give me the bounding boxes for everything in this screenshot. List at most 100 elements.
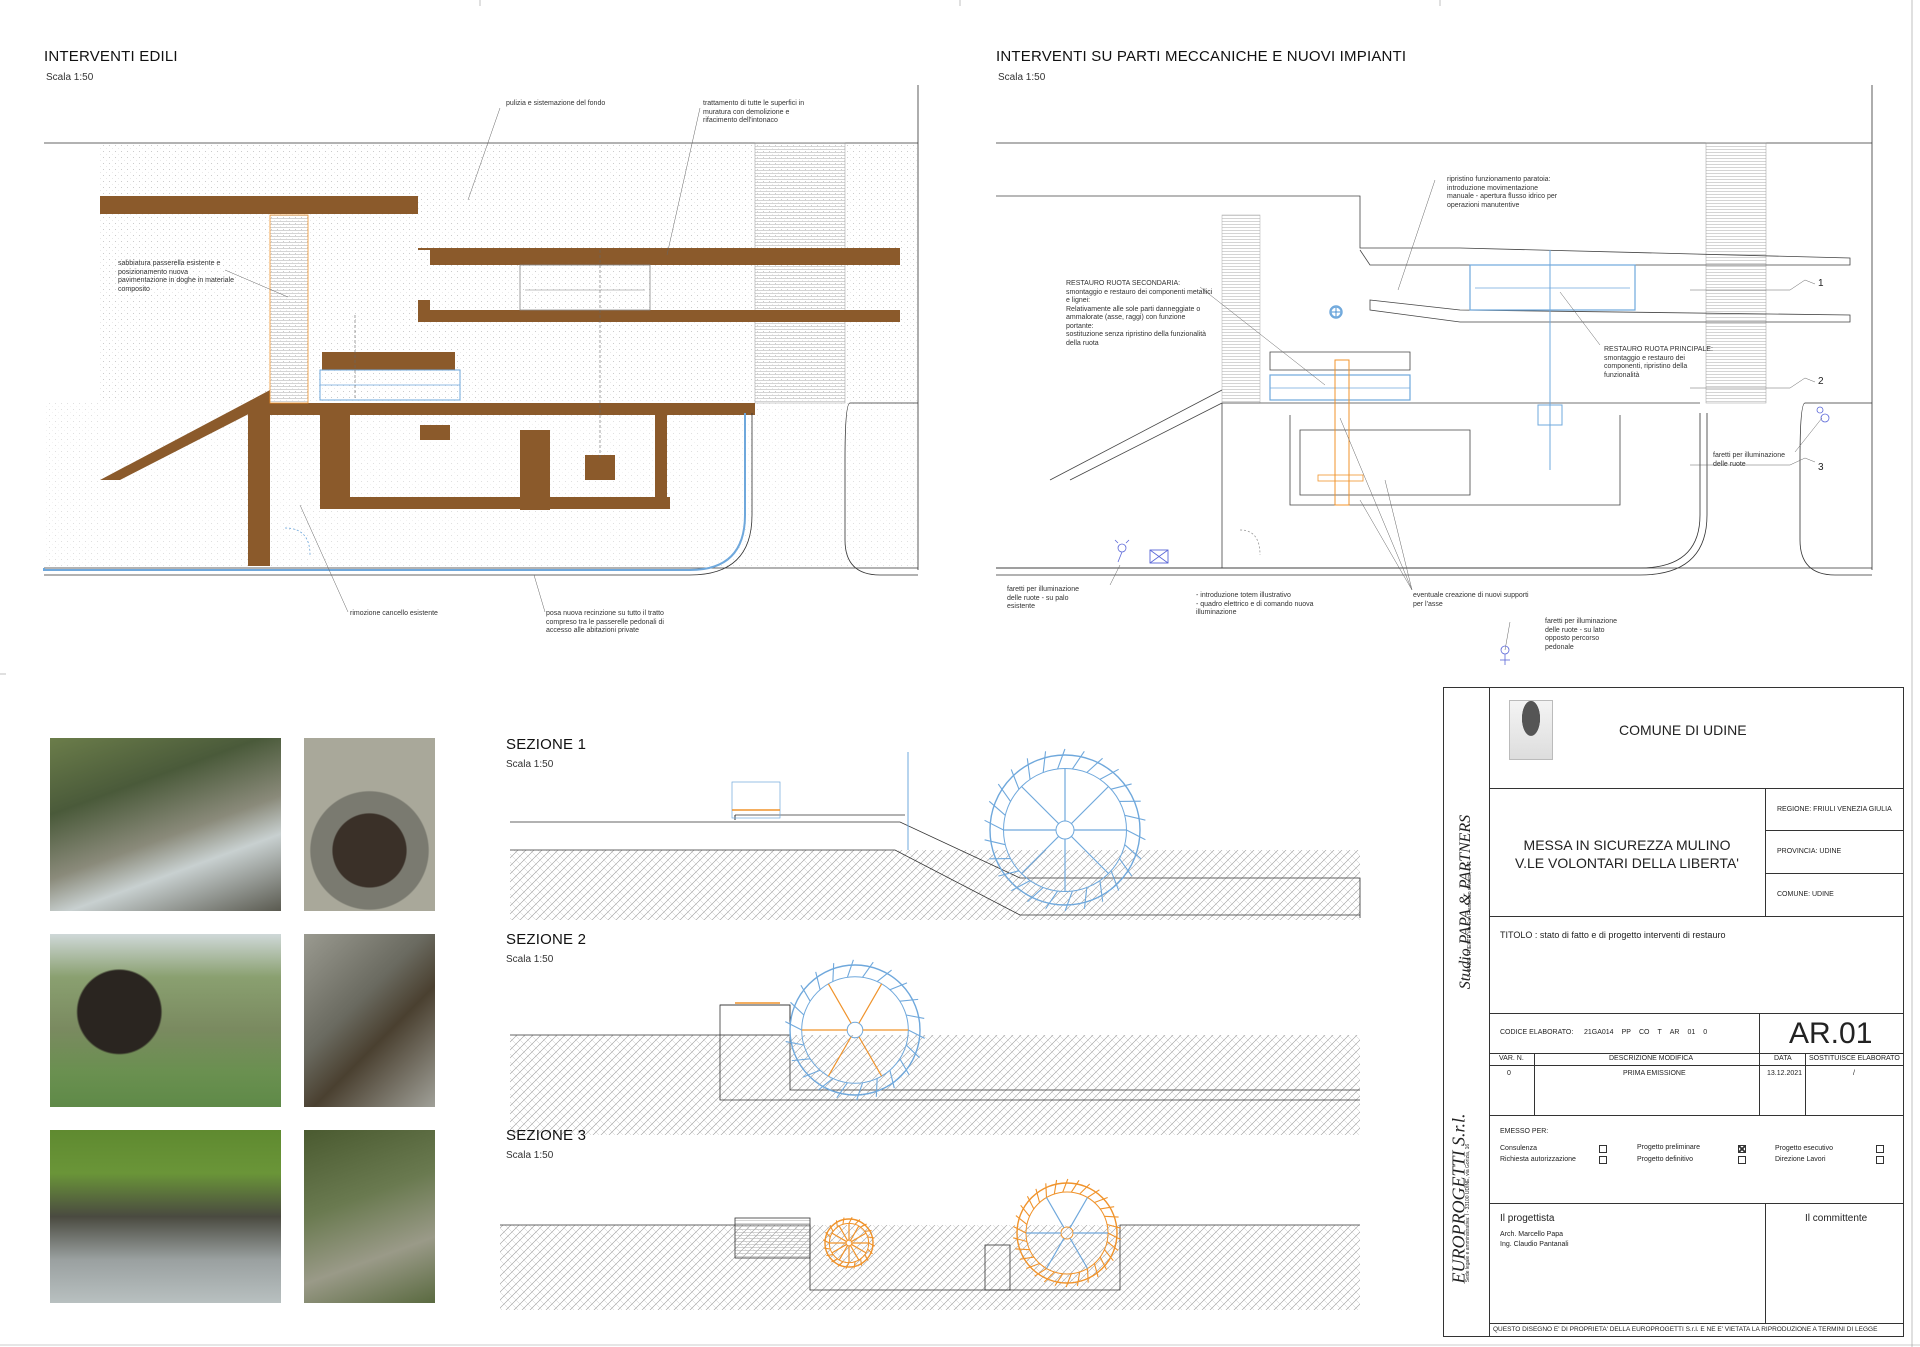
section-3-title: SEZIONE 3 (506, 1127, 587, 1144)
note-totem: - introduzione totem illustrativo - quad… (1196, 592, 1314, 616)
codice-part: 21GA014 (1584, 1029, 1614, 1036)
titolo-cell: TITOLO : stato di fatto e di progetto in… (1489, 916, 1903, 1014)
opt-preliminare: Progetto preliminare (1637, 1144, 1701, 1151)
note-muratura: trattamento di tutte le superfici in mur… (703, 100, 805, 124)
checkbox-autorizzazione[interactable] (1599, 1156, 1607, 1164)
note-recinzione: posa nuova recinzione su tutto il tratto… (546, 610, 664, 634)
footer-cell: QUESTO DISEGNO E' DI PROPRIETA' DELLA EU… (1489, 1324, 1903, 1336)
opt-esecutivo: Progetto esecutivo (1775, 1145, 1833, 1152)
marker-1: 1 (1818, 278, 1824, 289)
checkbox-definitivo[interactable] (1738, 1156, 1746, 1164)
comune-cell: COMUNE: UDINE (1765, 873, 1903, 917)
note-ruota-principale: RESTAURO RUOTA PRINCIPALE: smontaggio e … (1604, 346, 1713, 379)
panel-edili-title: INTERVENTI EDILI (44, 48, 178, 65)
studio-band: Studio PAPA & PARTNERS I - 34133 TRIESTE… (1444, 688, 1490, 1336)
codice-part: T (1657, 1029, 1662, 1036)
provincia-cell: PROVINCIA: UDINE (1765, 830, 1903, 874)
emesso-label: EMESSO PER: (1500, 1128, 1549, 1135)
copyright-footer: QUESTO DISEGNO E' DI PROPRIETA' DELLA EU… (1493, 1326, 1878, 1333)
section-2-title: SEZIONE 2 (506, 931, 587, 948)
comune-title: COMUNE DI UDINE (1619, 722, 1747, 738)
regione-text: REGIONE: FRIULI VENEZIA GIULIA (1777, 806, 1892, 813)
section-1-title: SEZIONE 1 (506, 736, 587, 753)
provincia-text: PROVINCIA: UDINE (1777, 848, 1842, 855)
codice-part: PP (1621, 1029, 1631, 1036)
photo-mill-3 (50, 934, 281, 1107)
wheel (823, 1217, 875, 1269)
panel-mecc-title: INTERVENTI SU PARTI MECCANICHE E NUOVI I… (996, 48, 1407, 65)
project-cell: MESSA IN SICUREZZA MULINO V.LE VOLONTARI… (1489, 788, 1766, 917)
panel-edili-scale: Scala 1:50 (46, 72, 94, 83)
note-cancello: rimozione cancello esistente (350, 610, 438, 617)
wheel (1329, 305, 1343, 319)
progettista-1: Arch. Marcello Papa (1500, 1231, 1564, 1238)
titolo-text: TITOLO : stato di fatto e di progetto in… (1500, 930, 1726, 940)
header-sostituisce: SOSTITUISCE ELABORATO (1809, 1055, 1900, 1062)
codice-part: 01 (1687, 1029, 1696, 1036)
photo-mill-1 (50, 738, 281, 911)
codice-cell: CODICE ELABORATO: 21GA014 PP CO T AR 01 … (1489, 1013, 1760, 1054)
code-big: AR.01 (1789, 1017, 1873, 1050)
marker-3: 3 (1818, 462, 1824, 473)
lamp-icon (1114, 406, 1830, 665)
note-faretti-1: faretti per illuminazione delle ruote (1713, 452, 1785, 468)
wheel (1013, 1178, 1121, 1288)
opt-consulenza: Consulenza (1500, 1145, 1537, 1152)
section-1 (510, 752, 1361, 920)
progettista-label: Il progettista (1500, 1213, 1555, 1224)
water-wheels (785, 305, 1343, 1288)
note-faretti-palo: faretti per illuminazione delle ruote - … (1007, 586, 1079, 610)
codice-parts: 21GA014 PP CO T AR 01 0 (1584, 1029, 1707, 1036)
opt-direzione: Direzione Lavori (1775, 1156, 1826, 1163)
committente-cell: Il committente (1765, 1203, 1903, 1324)
wheel (785, 959, 925, 1101)
studio-address: I - 34133 TRIESTE Via San Francesco d'As… (1467, 860, 1473, 978)
codice-label: CODICE ELABORATO: (1500, 1029, 1574, 1036)
totem-icon (1149, 549, 1169, 564)
photo-mill-2 (304, 738, 435, 911)
panel-mecc-scale: Scala 1:50 (998, 72, 1046, 83)
header-descr: DESCRIZIONE MODIFICA (1609, 1055, 1694, 1062)
codice-part: 0 (1703, 1029, 1708, 1036)
row-descr: PRIMA EMISSIONE (1623, 1070, 1686, 1077)
row-sost: / (1853, 1070, 1855, 1077)
checkbox-direzione[interactable] (1876, 1156, 1884, 1164)
project-title: MESSA IN SICUREZZA MULINO V.LE VOLONTARI… (1515, 837, 1739, 871)
title-block: Studio PAPA & PARTNERS I - 34133 TRIESTE… (1443, 687, 1904, 1337)
plan-edili (43, 85, 919, 613)
checkbox-preliminare[interactable] (1738, 1145, 1746, 1153)
opt-autorizzazione: Richiesta autorizzazione (1500, 1156, 1576, 1163)
section-3 (500, 1217, 1360, 1310)
progettista-2: Ing. Claudio Pantanali (1500, 1241, 1569, 1248)
regione-cell: REGIONE: FRIULI VENEZIA GIULIA (1765, 788, 1903, 831)
header-var: VAR. N. (1499, 1055, 1524, 1062)
checkbox-esecutivo[interactable] (1876, 1145, 1884, 1153)
company-address: Sede legale e amministrativa: I - 33100 … (1465, 1143, 1471, 1283)
comune-text: COMUNE: UDINE (1777, 891, 1834, 898)
note-fondo: pulizia e sistemazione del fondo (506, 100, 606, 107)
coat-of-arms-icon (1509, 700, 1553, 760)
progettista-cell: Il progettista Arch. Marcello Papa Ing. … (1489, 1203, 1766, 1324)
photo-mill-6 (304, 1130, 435, 1303)
section-2 (510, 1002, 1360, 1135)
opt-definitivo: Progetto definitivo (1637, 1156, 1694, 1163)
comune-row: COMUNE DI UDINE (1489, 688, 1903, 789)
code-big-cell: AR.01 (1759, 1013, 1903, 1054)
checkbox-consulenza[interactable] (1599, 1145, 1607, 1153)
header-data: DATA (1774, 1055, 1792, 1062)
section-1-scale: Scala 1:50 (506, 759, 554, 770)
photo-mill-5 (50, 1130, 281, 1303)
note-faretti-lato: faretti per illuminazione delle ruote - … (1545, 618, 1617, 651)
wheel (984, 748, 1146, 912)
revisions-table: VAR. N. DESCRIZIONE MODIFICA DATA SOSTIT… (1489, 1053, 1903, 1116)
note-passerella: sabbiatura passerella esistente e posizi… (118, 260, 234, 293)
photo-mill-4 (304, 934, 435, 1107)
codice-part: AR (1669, 1029, 1680, 1036)
section-3-scale: Scala 1:50 (506, 1150, 554, 1161)
note-paratoia: ripristino funzionamento paratoia: intro… (1447, 176, 1558, 209)
marker-2: 2 (1818, 376, 1824, 387)
plan-meccaniche (996, 85, 1873, 665)
note-supporti: eventuale creazione di nuovi supporti pe… (1413, 592, 1529, 608)
